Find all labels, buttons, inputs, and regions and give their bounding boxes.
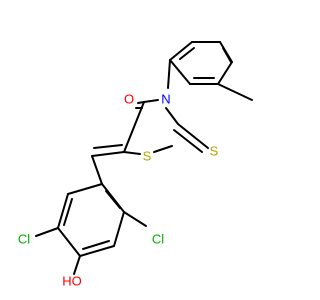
bond-methyl xyxy=(217,83,253,101)
atom-nitrogen: N xyxy=(161,91,170,106)
bond-tol-inner-1 xyxy=(179,47,195,60)
bond-layer xyxy=(35,41,253,275)
bond-ar5-ar6 xyxy=(57,193,69,229)
bond-ar-inner-2 xyxy=(82,240,110,250)
bond-c2-s-thione xyxy=(177,123,209,149)
bond-c4-n3 xyxy=(143,99,159,103)
bond-ar-inner-3 xyxy=(63,198,73,226)
atom-sulfur-thione: S xyxy=(210,143,219,158)
bond-c4-o xyxy=(137,101,145,104)
bond-ar2-ar3 xyxy=(113,211,125,247)
bond-c5-ch xyxy=(91,151,125,157)
bond-c2-s-thione-inner xyxy=(173,129,203,153)
bond-c5-c4 xyxy=(123,101,145,153)
bond-n-tolyl xyxy=(167,59,171,89)
bond-ar-cl-left xyxy=(35,227,59,237)
atom-hydroxyl: HO xyxy=(62,273,82,288)
bond-s1-c5 xyxy=(123,151,141,155)
atom-chlorine-left: Cl xyxy=(18,231,30,246)
bond-n3-c2 xyxy=(165,107,179,125)
bond-tol4-tol5 xyxy=(217,61,233,85)
bond-ar-oh xyxy=(73,255,81,275)
atom-chlorine-right: Cl xyxy=(152,231,164,246)
bond-tol-inner-2 xyxy=(222,47,232,63)
atom-sulfur-ring: S xyxy=(143,148,152,163)
bond-tol1-tol2 xyxy=(169,41,193,61)
bond-ch-ar xyxy=(91,155,103,185)
bond-tol6-tol1 xyxy=(169,59,191,85)
bond-ar6-ar1 xyxy=(67,183,103,195)
bond-ar3-ar4 xyxy=(79,245,115,257)
bond-ar4-ar5 xyxy=(57,227,81,257)
bond-ar-cl-right xyxy=(123,211,147,227)
molecule-structure: O N S S Cl Cl HO xyxy=(18,41,253,288)
atom-label-layer: O N S S Cl Cl HO xyxy=(18,91,219,288)
molecule-canvas: O N S S Cl Cl HO xyxy=(17,41,253,289)
atom-oxygen-carbonyl: O xyxy=(124,91,134,106)
bond-c2-s1 xyxy=(153,145,173,153)
bond-c5-ch-inner xyxy=(93,144,123,149)
bond-ar-inner-1 xyxy=(105,190,121,209)
